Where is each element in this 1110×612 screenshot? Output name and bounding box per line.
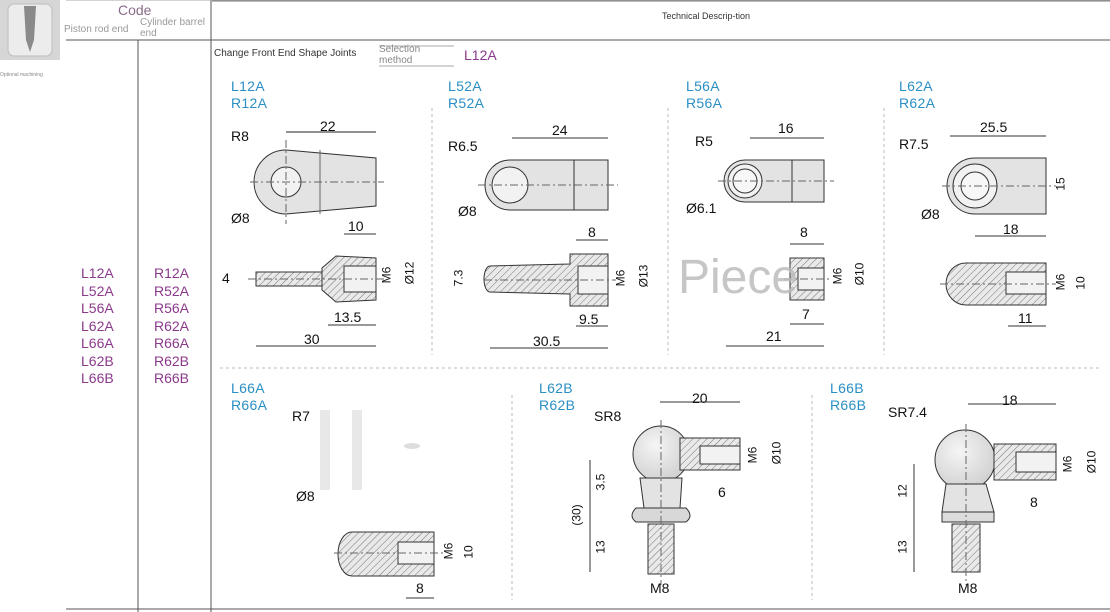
thumbnail-caption: Optional machining bbox=[0, 72, 43, 78]
cylinder-barrel-end-header: Cylinder barrel end bbox=[140, 17, 206, 39]
dim-label: M6 bbox=[830, 267, 845, 285]
cylinder-code: R12A bbox=[154, 265, 190, 281]
dim-label: Ø13 bbox=[636, 264, 651, 288]
dim-label: 13 bbox=[895, 540, 910, 554]
dim-label: 22 bbox=[320, 118, 336, 134]
drawing-l52a bbox=[478, 137, 618, 349]
dim-label: M8 bbox=[958, 580, 978, 596]
selection-instruction: Change Front End Shape Joints bbox=[214, 48, 357, 59]
dim-label: R8 bbox=[231, 128, 249, 144]
dim-label: Ø8 bbox=[921, 206, 940, 222]
dim-label: SR8 bbox=[594, 408, 622, 424]
dim-label: 21 bbox=[766, 328, 782, 344]
dim-label: R5 bbox=[695, 133, 713, 149]
dim-label: 18 bbox=[1002, 392, 1018, 408]
dim-label: Ø10 bbox=[769, 441, 784, 465]
piston-code: L66B bbox=[81, 370, 114, 386]
cylinder-code: R66A bbox=[154, 335, 190, 351]
dim-label: 8 bbox=[800, 224, 808, 240]
dim-label: M6 bbox=[441, 542, 456, 560]
dim-label: Ø8 bbox=[458, 203, 477, 219]
dim-label: 18 bbox=[1003, 221, 1019, 237]
dim-label: 30.5 bbox=[533, 333, 561, 349]
dim-label: 10 bbox=[1073, 276, 1088, 290]
dim-label: M6 bbox=[745, 446, 760, 464]
optional-machining-icon bbox=[0, 0, 60, 60]
dim-label: M6 bbox=[379, 266, 394, 284]
dim-label: 3.5 bbox=[593, 473, 608, 491]
dim-label: Ø8 bbox=[231, 210, 250, 226]
dim-label: 9.5 bbox=[579, 311, 599, 327]
dim-label: 30 bbox=[304, 331, 320, 347]
dim-label: 20 bbox=[692, 390, 708, 406]
piston-code: L12A bbox=[81, 265, 114, 281]
dim-label: 8 bbox=[588, 224, 596, 240]
piston-code: L62A bbox=[81, 317, 114, 334]
dim-label: 13 bbox=[593, 540, 608, 554]
dim-label: 8 bbox=[1030, 494, 1038, 510]
dim-label: R7 bbox=[292, 408, 310, 424]
selection-example: L12A bbox=[464, 47, 497, 63]
dim-label: 7.3 bbox=[451, 269, 466, 287]
dim-label: 25.5 bbox=[980, 119, 1008, 135]
piston-code: L52A bbox=[81, 282, 114, 299]
dim-label: 8 bbox=[416, 580, 424, 596]
dim-label: R7.5 bbox=[899, 136, 929, 152]
dim-label: 10 bbox=[348, 218, 364, 234]
dim-label: M8 bbox=[650, 580, 670, 596]
piston-code: L62B bbox=[81, 352, 114, 369]
drawing-l66a bbox=[320, 410, 444, 599]
cylinder-code: R66B bbox=[154, 370, 190, 386]
thumbnail-image bbox=[0, 0, 60, 60]
dim-label: Ø10 bbox=[852, 262, 867, 286]
drawing-l56a bbox=[718, 137, 834, 347]
dim-label: 12 bbox=[895, 484, 910, 498]
cylinder-code: R62B bbox=[154, 352, 190, 369]
piston-code: L66A bbox=[81, 335, 114, 351]
piston-code-list: L12A L52A L56A L62A L66A L62B L66B bbox=[81, 265, 114, 388]
dim-label: 4 bbox=[222, 270, 230, 286]
dim-label: M6 bbox=[1053, 273, 1068, 291]
drawing-l62a bbox=[940, 135, 1056, 327]
technical-description-header: Technical Descrip-tion bbox=[662, 11, 751, 21]
cylinder-code: R56A bbox=[154, 300, 190, 316]
dim-label: 11 bbox=[1018, 310, 1033, 326]
cylinder-code: R62A bbox=[154, 317, 190, 334]
dim-label: (30) bbox=[569, 504, 584, 526]
dim-label: M6 bbox=[613, 269, 628, 287]
piston-code: L56A bbox=[81, 300, 114, 316]
dim-label: 6 bbox=[718, 484, 726, 500]
dim-label: R6.5 bbox=[448, 138, 478, 154]
cylinder-code: R52A bbox=[154, 282, 190, 299]
dim-label: 10 bbox=[461, 545, 476, 559]
selection-method-label: Selection method bbox=[379, 44, 421, 66]
cylinder-code-list: R12A R52A R56A R62A R66A R62B R66B bbox=[154, 265, 189, 388]
drawing-l62b bbox=[589, 401, 741, 585]
dim-label: M6 bbox=[1060, 455, 1075, 473]
dim-label: Ø8 bbox=[296, 488, 315, 504]
dim-label: 24 bbox=[552, 122, 568, 138]
drawing-l66b bbox=[913, 403, 1057, 585]
dim-label: 15 bbox=[1053, 177, 1068, 191]
dim-label: Ø10 bbox=[1084, 450, 1099, 474]
watermark: Piece bbox=[678, 251, 799, 304]
piston-rod-end-header: Piston rod end bbox=[64, 24, 129, 35]
dim-label: 16 bbox=[778, 120, 794, 136]
code-header: Code bbox=[118, 2, 152, 18]
drawing-l12a bbox=[248, 131, 384, 347]
dim-label: SR7.4 bbox=[888, 404, 927, 420]
dim-label: 13.5 bbox=[334, 309, 362, 325]
dim-label: 7 bbox=[802, 306, 810, 322]
dim-label: Ø12 bbox=[402, 261, 417, 285]
dim-label: Ø6.1 bbox=[686, 200, 717, 216]
